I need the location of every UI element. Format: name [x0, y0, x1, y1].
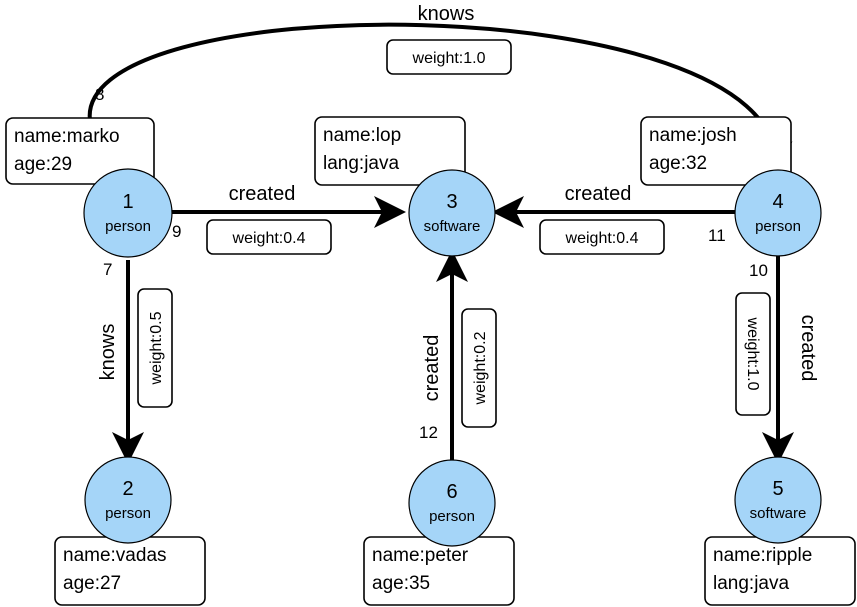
vertex-5: name:ripple lang:java 5 software [704, 456, 856, 606]
vertices: name:marko age:29 1 person name:lop lang… [5, 116, 856, 606]
edge-10-id: 10 [749, 261, 768, 280]
vertex-4-label: person [755, 218, 801, 235]
edge-7-weight: weight:0.5 [148, 311, 165, 385]
vertex-6-label: person [429, 508, 475, 525]
vertex-6: name:peter age:35 6 person [363, 459, 515, 606]
vertex-2: name:vadas age:27 2 person [54, 456, 206, 606]
vertex-5-circle [734, 456, 822, 544]
edge-11-id: 11 [708, 226, 726, 245]
vertex-1-circle [83, 168, 173, 258]
vertex-2-prop-name: name:vadas [63, 545, 167, 566]
vertex-6-prop-name: name:peter [372, 545, 469, 566]
edge-10-weight-box [735, 292, 771, 416]
edge-12-id: 12 [419, 423, 438, 442]
vertex-6-id: 6 [446, 481, 457, 503]
vertex-3-label: software [424, 218, 481, 235]
vertex-1-props-box [5, 117, 155, 185]
vertex-5-label: software [750, 505, 807, 522]
edge-11-label: created [565, 183, 632, 205]
edge-7-label: knows [97, 324, 119, 381]
vertex-1-label: person [105, 218, 151, 235]
vertex-1-prop-name: name:marko [14, 126, 120, 147]
edge-12-weight: weight:0.2 [472, 331, 489, 405]
edge-8-id: 8 [95, 85, 104, 104]
vertex-6-circle [408, 459, 496, 547]
edge-11-weight: weight:0.4 [565, 230, 639, 247]
edge-7-id: 7 [103, 260, 112, 279]
vertex-3-prop-name: name:lop [323, 125, 401, 146]
edge-10-label: created [797, 315, 819, 382]
edge-9-label: created [229, 183, 296, 205]
vertex-4-circle [734, 169, 822, 257]
edges: knows 8 weight:1.0 created 9 weight:0.4 … [87, 3, 819, 464]
vertex-5-prop-name: name:ripple [713, 545, 812, 566]
edge-9-weight: weight:0.4 [232, 230, 306, 247]
edge-8-label: knows [418, 3, 475, 25]
vertex-2-label: person [105, 505, 151, 522]
edge-8-line [87, 22, 793, 173]
vertex-3-props-box [314, 116, 466, 186]
vertex-1-id: 1 [122, 191, 133, 213]
edge-9-id: 9 [172, 222, 181, 241]
edge-7-weight-box [137, 288, 173, 408]
vertex-2-circle [84, 456, 172, 544]
edge-8-weight-box [386, 39, 512, 75]
vertex-3: name:lop lang:java 3 software [314, 116, 496, 257]
vertex-2-prop-age: age:27 [63, 573, 121, 594]
edge-11-weight-box [539, 219, 665, 255]
vertex-3-circle [408, 169, 496, 257]
vertex-1: name:marko age:29 1 person [5, 117, 173, 258]
vertex-3-id: 3 [446, 191, 457, 213]
vertex-4: name:josh age:32 4 person [640, 116, 822, 257]
edge-12-weight-box [461, 308, 497, 428]
vertex-6-prop-age: age:35 [372, 573, 430, 594]
edge-8-weight: weight:1.0 [412, 50, 486, 67]
vertex-5-prop-lang: lang:java [713, 573, 789, 594]
vertex-3-prop-lang: lang:java [323, 153, 399, 174]
vertex-1-prop-age: age:29 [14, 154, 72, 175]
edge-10-weight: weight:1.0 [744, 317, 761, 391]
vertex-4-prop-name: name:josh [649, 125, 737, 146]
vertex-5-id: 5 [772, 478, 783, 500]
vertex-2-id: 2 [122, 478, 133, 500]
vertex-4-id: 4 [772, 191, 783, 213]
edge-12-label: created [421, 335, 443, 402]
vertex-4-props-box [640, 116, 792, 186]
vertex-4-prop-age: age:32 [649, 153, 707, 174]
edge-9-weight-box [206, 219, 332, 255]
